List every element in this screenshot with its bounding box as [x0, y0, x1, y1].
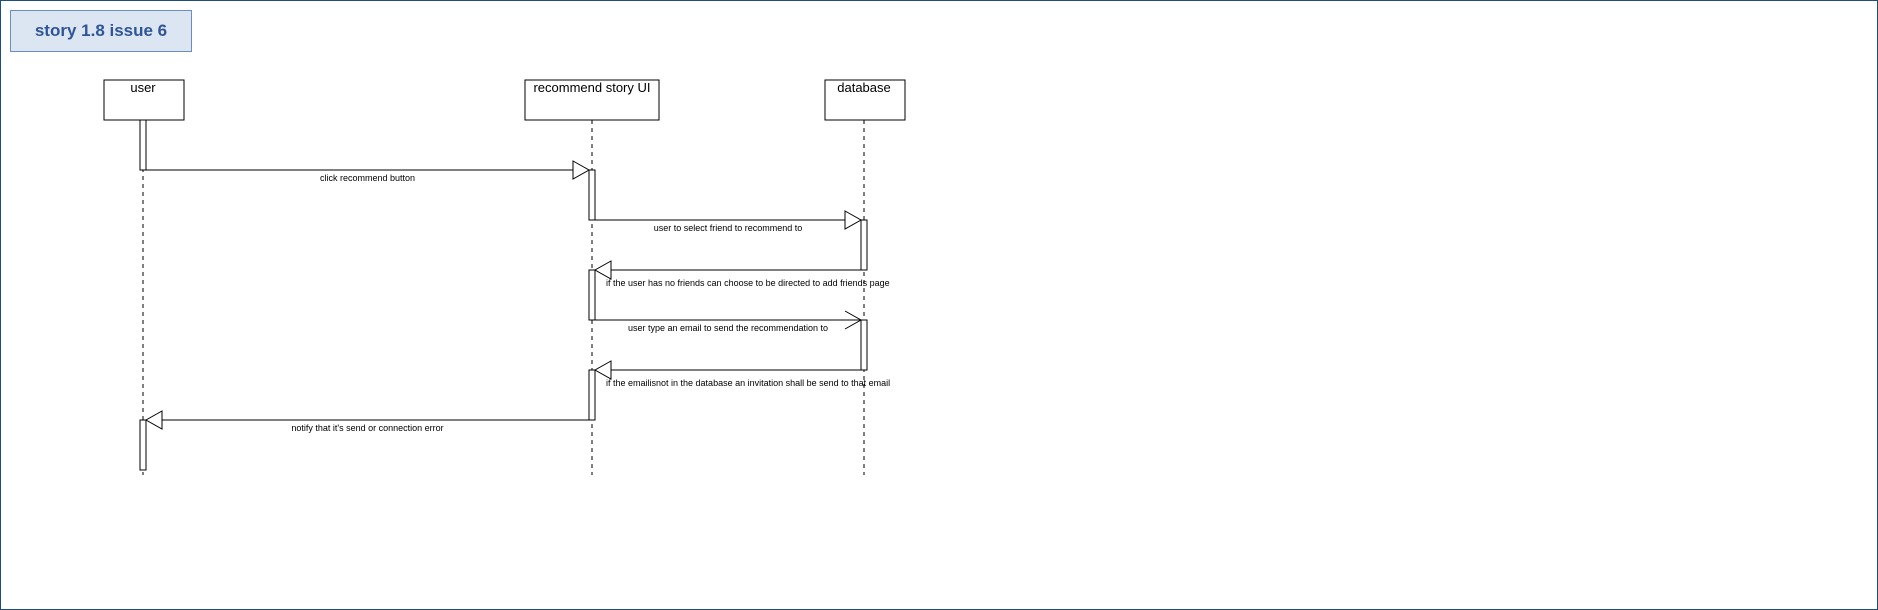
- activation-user-1: [139, 119, 147, 171]
- message-3-label: if the user has no friends can choose to…: [606, 278, 890, 288]
- message-2-arrowhead: [844, 210, 863, 230]
- lifeline-db-label: database: [837, 80, 891, 95]
- lifeline-user-box[interactable]: [103, 79, 185, 121]
- message-1-label: click recommend button: [320, 173, 415, 183]
- activation-ui-2: [588, 169, 596, 221]
- activation-user-7: [139, 419, 147, 471]
- message-5-label: if the emailisnot in the database an inv…: [606, 378, 890, 388]
- lifeline-db-box[interactable]: [824, 79, 906, 121]
- lifeline-db: database: [824, 79, 906, 475]
- activation-ui-4: [588, 269, 596, 321]
- activations: [139, 119, 868, 471]
- lifeline-ui-box[interactable]: [524, 79, 660, 121]
- message-5-arrowhead: [593, 360, 612, 380]
- message-2[interactable]: user to select friend to recommend to: [595, 210, 863, 233]
- message-2-label: user to select friend to recommend to: [654, 223, 803, 233]
- message-4-arrowhead: [844, 310, 863, 330]
- lifeline-user: user: [103, 79, 185, 475]
- message-3-arrowhead: [593, 260, 612, 280]
- lifeline-ui-label: recommend story UI: [533, 80, 650, 95]
- message-4-label: user type an email to send the recommend…: [628, 323, 828, 333]
- message-5[interactable]: if the emailisnot in the database an inv…: [593, 360, 890, 388]
- activation-db-3: [860, 219, 868, 271]
- activation-db-5: [860, 319, 868, 371]
- diagram-title: story 1.8 issue 6: [10, 10, 192, 52]
- messages: click recommend button user to select fri…: [144, 160, 890, 433]
- message-6[interactable]: notify that it's send or connection erro…: [144, 410, 589, 433]
- message-6-arrowhead: [144, 410, 163, 430]
- message-1[interactable]: click recommend button: [146, 160, 591, 183]
- lifeline-user-label: user: [130, 80, 156, 95]
- message-1-arrowhead: [572, 160, 591, 180]
- activation-ui-6: [588, 369, 596, 421]
- message-3[interactable]: if the user has no friends can choose to…: [593, 260, 890, 288]
- message-4[interactable]: user type an email to send the recommend…: [595, 310, 863, 333]
- message-6-label: notify that it's send or connection erro…: [291, 423, 443, 433]
